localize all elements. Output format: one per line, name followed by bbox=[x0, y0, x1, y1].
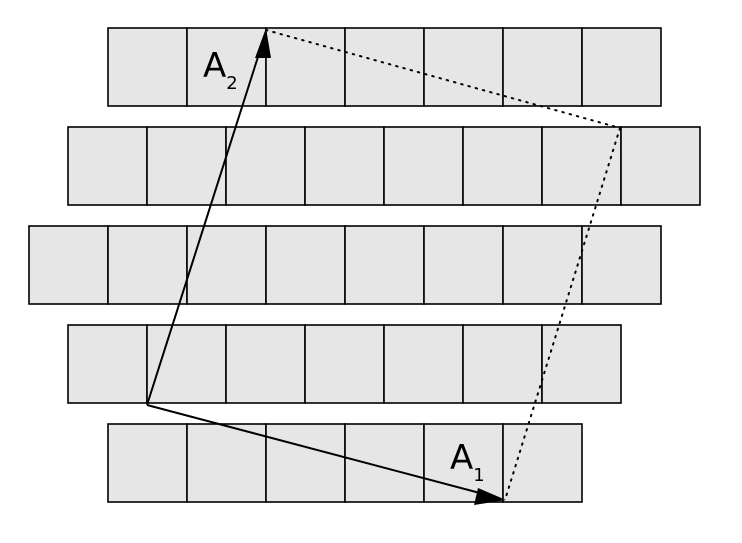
grid-cell bbox=[344, 225, 425, 305]
grid-cell bbox=[383, 126, 464, 206]
vector-a2-arrowhead bbox=[255, 28, 271, 58]
cell-rows bbox=[28, 27, 701, 503]
vector-a2-label: A2 bbox=[203, 46, 238, 94]
cell-row bbox=[107, 423, 583, 503]
grid-cell bbox=[581, 225, 662, 305]
grid-cell bbox=[304, 324, 385, 404]
grid-cell bbox=[502, 27, 583, 107]
grid-cell bbox=[383, 324, 464, 404]
grid-cell bbox=[502, 423, 583, 503]
parallelogram-dotted-outline bbox=[265, 29, 622, 501]
grid-cell bbox=[107, 423, 188, 503]
vector-a1-arrow bbox=[146, 404, 496, 498]
grid-cell bbox=[344, 423, 425, 503]
cell-row bbox=[107, 27, 662, 107]
grid-cell bbox=[265, 225, 346, 305]
grid-cell bbox=[107, 225, 188, 305]
grid-cell bbox=[265, 27, 346, 107]
vector-a1-arrowhead bbox=[474, 488, 506, 505]
grid-cell bbox=[620, 126, 701, 206]
grid-cell bbox=[423, 27, 504, 107]
grid-cell bbox=[186, 225, 267, 305]
grid-cell bbox=[146, 324, 227, 404]
grid-cell bbox=[304, 126, 385, 206]
grid-cell bbox=[541, 324, 622, 404]
cell-row bbox=[67, 126, 701, 206]
grid-cell bbox=[502, 225, 583, 305]
cell-row bbox=[67, 324, 622, 404]
grid-cell bbox=[186, 27, 267, 107]
grid-cell bbox=[462, 126, 543, 206]
grid-cell bbox=[423, 225, 504, 305]
cell-row bbox=[28, 225, 662, 305]
grid-cell bbox=[146, 126, 227, 206]
grid-cell bbox=[225, 126, 306, 206]
grid-cell bbox=[28, 225, 109, 305]
grid-cell bbox=[344, 27, 425, 107]
vector-a2-arrow bbox=[146, 37, 265, 406]
grid-cell bbox=[107, 27, 188, 107]
grid-cell bbox=[225, 324, 306, 404]
grid-cell bbox=[186, 423, 267, 503]
grid-cell bbox=[67, 324, 148, 404]
grid-cell bbox=[265, 423, 346, 503]
vector-a1-label: A1 bbox=[450, 438, 485, 486]
grid-cell bbox=[581, 27, 662, 107]
grid-cell bbox=[462, 324, 543, 404]
grid-cell bbox=[67, 126, 148, 206]
